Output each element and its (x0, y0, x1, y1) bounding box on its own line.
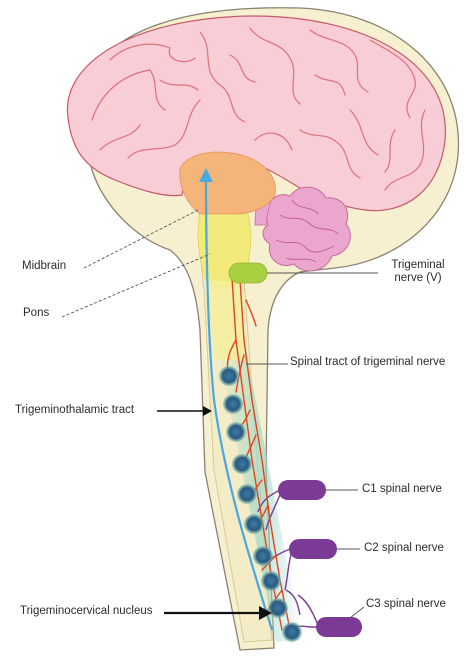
nucleus-1 (219, 366, 239, 386)
trigeminothalamic-tract-label: Trigeminothalamic tract (15, 404, 134, 417)
trigeminal-nerve-capsule (229, 263, 267, 283)
c3-nerve-capsule (316, 617, 362, 637)
nucleus-3 (226, 422, 246, 442)
c2-nerve-capsule (289, 539, 337, 559)
nucleus-6 (244, 514, 264, 534)
nucleus-4 (232, 454, 252, 474)
c1-spinal-nerve-label: C1 spinal nerve (362, 483, 442, 496)
c3-leader (350, 607, 364, 618)
nucleus-9 (268, 598, 288, 618)
nucleus-5 (237, 484, 257, 504)
nucleus-8 (261, 571, 281, 591)
c2-spinal-nerve-label: C2 spinal nerve (364, 542, 444, 555)
nucleus-10 (282, 622, 302, 642)
trigeminocervical-nucleus-label: Trigeminocervical nucleus (20, 605, 153, 618)
trigeminal-nerve-label: Trigeminal nerve (V) (378, 259, 458, 285)
midbrain-label: Midbrain (22, 260, 66, 273)
c1-nerve-capsule (278, 480, 326, 500)
c3-spinal-nerve-label: C3 spinal nerve (366, 598, 446, 611)
spinal-tract-label: Spinal tract of trigeminal nerve (290, 356, 445, 369)
pons-label: Pons (23, 307, 49, 320)
nucleus-2 (223, 394, 243, 414)
nucleus-7 (253, 546, 273, 566)
pons-leader (62, 254, 210, 317)
